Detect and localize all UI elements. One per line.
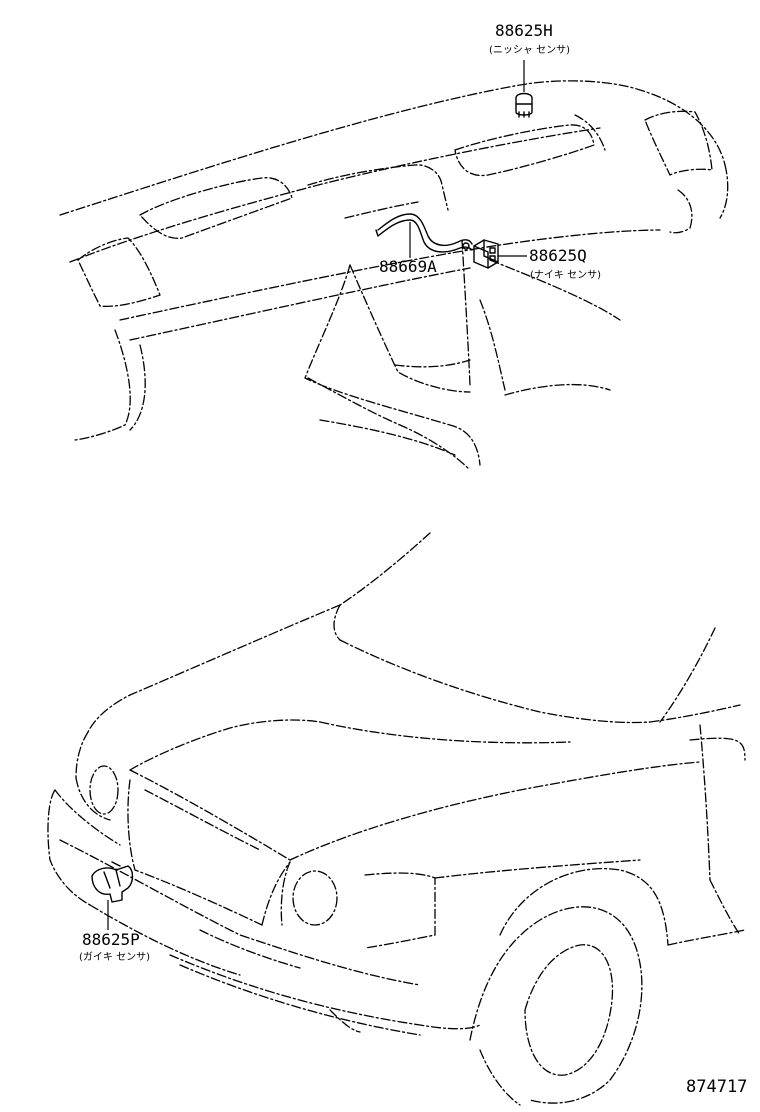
callout-88669A-number: 88669A [379, 257, 437, 276]
room-sensor-88625Q [473, 239, 499, 269]
callout-88625P-number: 88625P [82, 930, 140, 949]
ambient-sensor-88625P [91, 861, 134, 903]
solar-sensor-88625H [515, 92, 533, 118]
dashboard-illustration [59, 80, 729, 471]
callout-88625H-number: 88625H [495, 21, 553, 40]
callout-88625P-name: (ガイキ センサ) [79, 951, 150, 963]
car-front-illustration [47, 532, 746, 1106]
callout-88625Q-name: (ナイキ センサ) [530, 269, 601, 281]
aspirator-hose-88669A [375, 213, 473, 253]
callout-88625Q-number: 88625Q [529, 246, 587, 265]
callout-88625H-name: (ニッシャ センサ) [489, 44, 570, 56]
figure-number: 874717 [686, 1077, 747, 1097]
